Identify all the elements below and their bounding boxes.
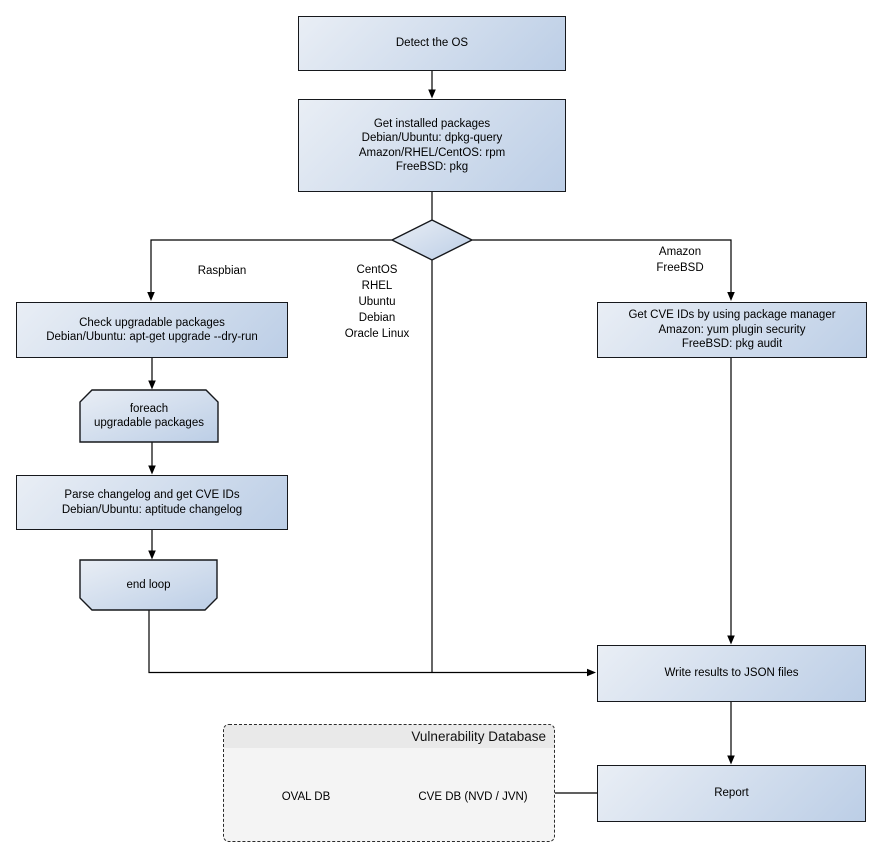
arrow-into-parse — [148, 465, 156, 475]
edge-endloop-to-write — [148, 610, 587, 674]
branch-label-raspbian: Raspbian — [197, 265, 247, 277]
end-loop-shape — [79, 559, 218, 611]
node-get-installed-packages: Get installed packages Debian/Ubuntu: dp… — [298, 99, 566, 192]
arrow-into-endloop — [148, 550, 156, 560]
arrowheads — [147, 89, 735, 765]
edge-decision-to-getcve — [472, 239, 732, 292]
branch-label-linux-group: CentOS RHEL Ubuntu Debian Oracle Linux — [344, 264, 410, 340]
arrow-into-report — [727, 755, 735, 765]
arrow-into-write-top — [727, 635, 735, 645]
vulnerability-database-header: Vulnerability Database — [224, 725, 554, 748]
branch-label-amazon-group: Amazon FreeBSD — [656, 246, 704, 274]
node-parse-changelog: Parse changelog and get CVE IDs Debian/U… — [16, 475, 288, 530]
arrow-into-check — [147, 292, 155, 301]
node-write-results: Write results to JSON files — [597, 645, 866, 702]
node-detect-os: Detect the OS — [298, 16, 566, 71]
arrow-into-write-left — [587, 668, 596, 677]
edge-decision-to-check — [150, 239, 392, 292]
arrow-into-getcve — [727, 292, 735, 301]
foreach-loop-shape — [79, 389, 219, 443]
vulnerability-database-title: Vulnerability Database — [411, 729, 546, 744]
vulnerability-database-container: Vulnerability Database — [223, 724, 555, 842]
node-get-cve-ids: Get CVE IDs by using package manager Ama… — [597, 302, 867, 358]
arrow-into-foreach — [148, 380, 156, 390]
decision-diamond — [390, 219, 474, 261]
node-report: Report — [597, 765, 866, 822]
node-check-upgradable-packages: Check upgradable packages Debian/Ubuntu:… — [16, 302, 288, 358]
arrow-into-installed — [428, 89, 436, 99]
